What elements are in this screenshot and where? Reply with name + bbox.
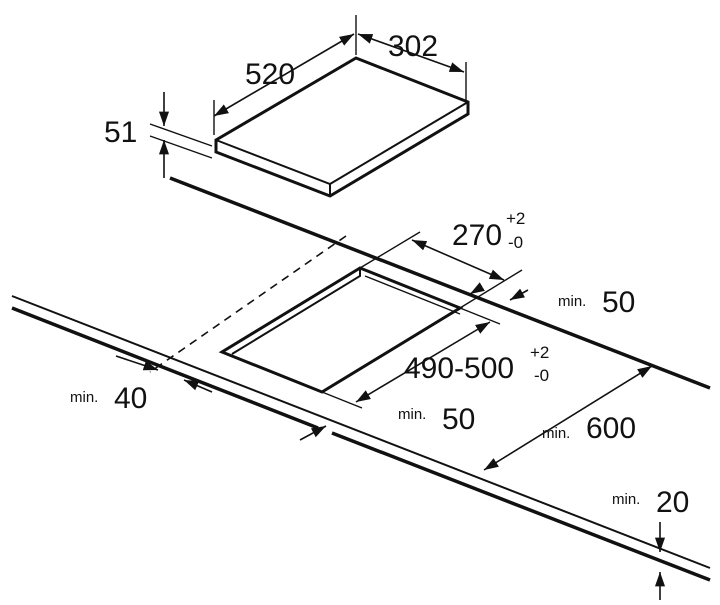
side-clearance-value: 40 bbox=[114, 382, 147, 415]
rear-clearance-prefix: min. bbox=[558, 293, 586, 310]
hob-height-extension-top bbox=[149, 123, 213, 147]
cutout-width-extension-left bbox=[321, 391, 363, 409]
hob-width-dimension bbox=[213, 33, 355, 117]
cutout-depth-extension-left bbox=[359, 231, 421, 269]
below-clearance-value: 600 bbox=[586, 412, 636, 445]
worktop-clearance-prefix: min. bbox=[612, 491, 640, 508]
hob-height-extension-bottom bbox=[149, 135, 213, 159]
cutout-width-label: 490-500 bbox=[404, 352, 514, 385]
below-clearance-arrow-front bbox=[299, 425, 327, 441]
hob-body bbox=[214, 56, 470, 198]
cutout-depth-tolerance-plus: +2 bbox=[506, 209, 525, 228]
below-clearance-prefix: min. bbox=[542, 425, 570, 442]
cutout-depth-extension-right bbox=[459, 269, 523, 309]
cutout-inner-rear bbox=[364, 275, 461, 315]
cutout-depth-tolerance-minus: -0 bbox=[508, 233, 523, 252]
side-clearance-prefix: min. bbox=[70, 389, 98, 406]
worktop-front-bottom-edge-left bbox=[11, 306, 319, 430]
worktop-rear-edge bbox=[169, 176, 711, 390]
side-clearance-arrow-a bbox=[115, 355, 159, 371]
front-clearance-value: 50 bbox=[442, 403, 475, 436]
hob-width-label: 520 bbox=[245, 58, 295, 91]
side-clearance-arrow-b bbox=[183, 379, 213, 393]
rear-clearance-arrow-a bbox=[469, 282, 485, 295]
clearances: min. 50 min. 40 min. 50 min. 600 min. 20 bbox=[70, 282, 689, 600]
front-clearance-prefix: min. bbox=[398, 406, 426, 423]
cutout-depth-label: 270 bbox=[452, 219, 502, 252]
cutout-width-dimension bbox=[355, 321, 491, 403]
hob-depth-dimension bbox=[357, 33, 465, 73]
hob-drawing: 520 302 51 bbox=[104, 15, 470, 198]
worktop-hidden-edge bbox=[149, 235, 347, 373]
cutout-width-extension-right bbox=[459, 307, 501, 325]
cutout-drawing: 270 +2 -0 490-500 +2 -0 bbox=[218, 209, 549, 409]
cutout-inner-edge bbox=[231, 268, 361, 355]
worktop-clearance-value: 20 bbox=[656, 486, 689, 519]
cutout-depth-dimension bbox=[411, 239, 505, 281]
rear-clearance-value: 50 bbox=[602, 286, 635, 319]
rear-clearance-arrow-b bbox=[509, 288, 529, 301]
worktop-front-top-edge bbox=[11, 295, 711, 569]
hob-depth-label: 302 bbox=[388, 30, 438, 63]
below-clearance-dimension bbox=[483, 365, 653, 471]
hob-height-label: 51 bbox=[104, 116, 137, 149]
worktop-drawing bbox=[11, 176, 711, 582]
cutout-width-tolerance-minus: -0 bbox=[534, 366, 549, 385]
hob-top-edge bbox=[215, 101, 469, 196]
worktop-front-bottom-edge-right bbox=[331, 431, 711, 582]
cutout-width-tolerance-plus: +2 bbox=[530, 343, 549, 362]
